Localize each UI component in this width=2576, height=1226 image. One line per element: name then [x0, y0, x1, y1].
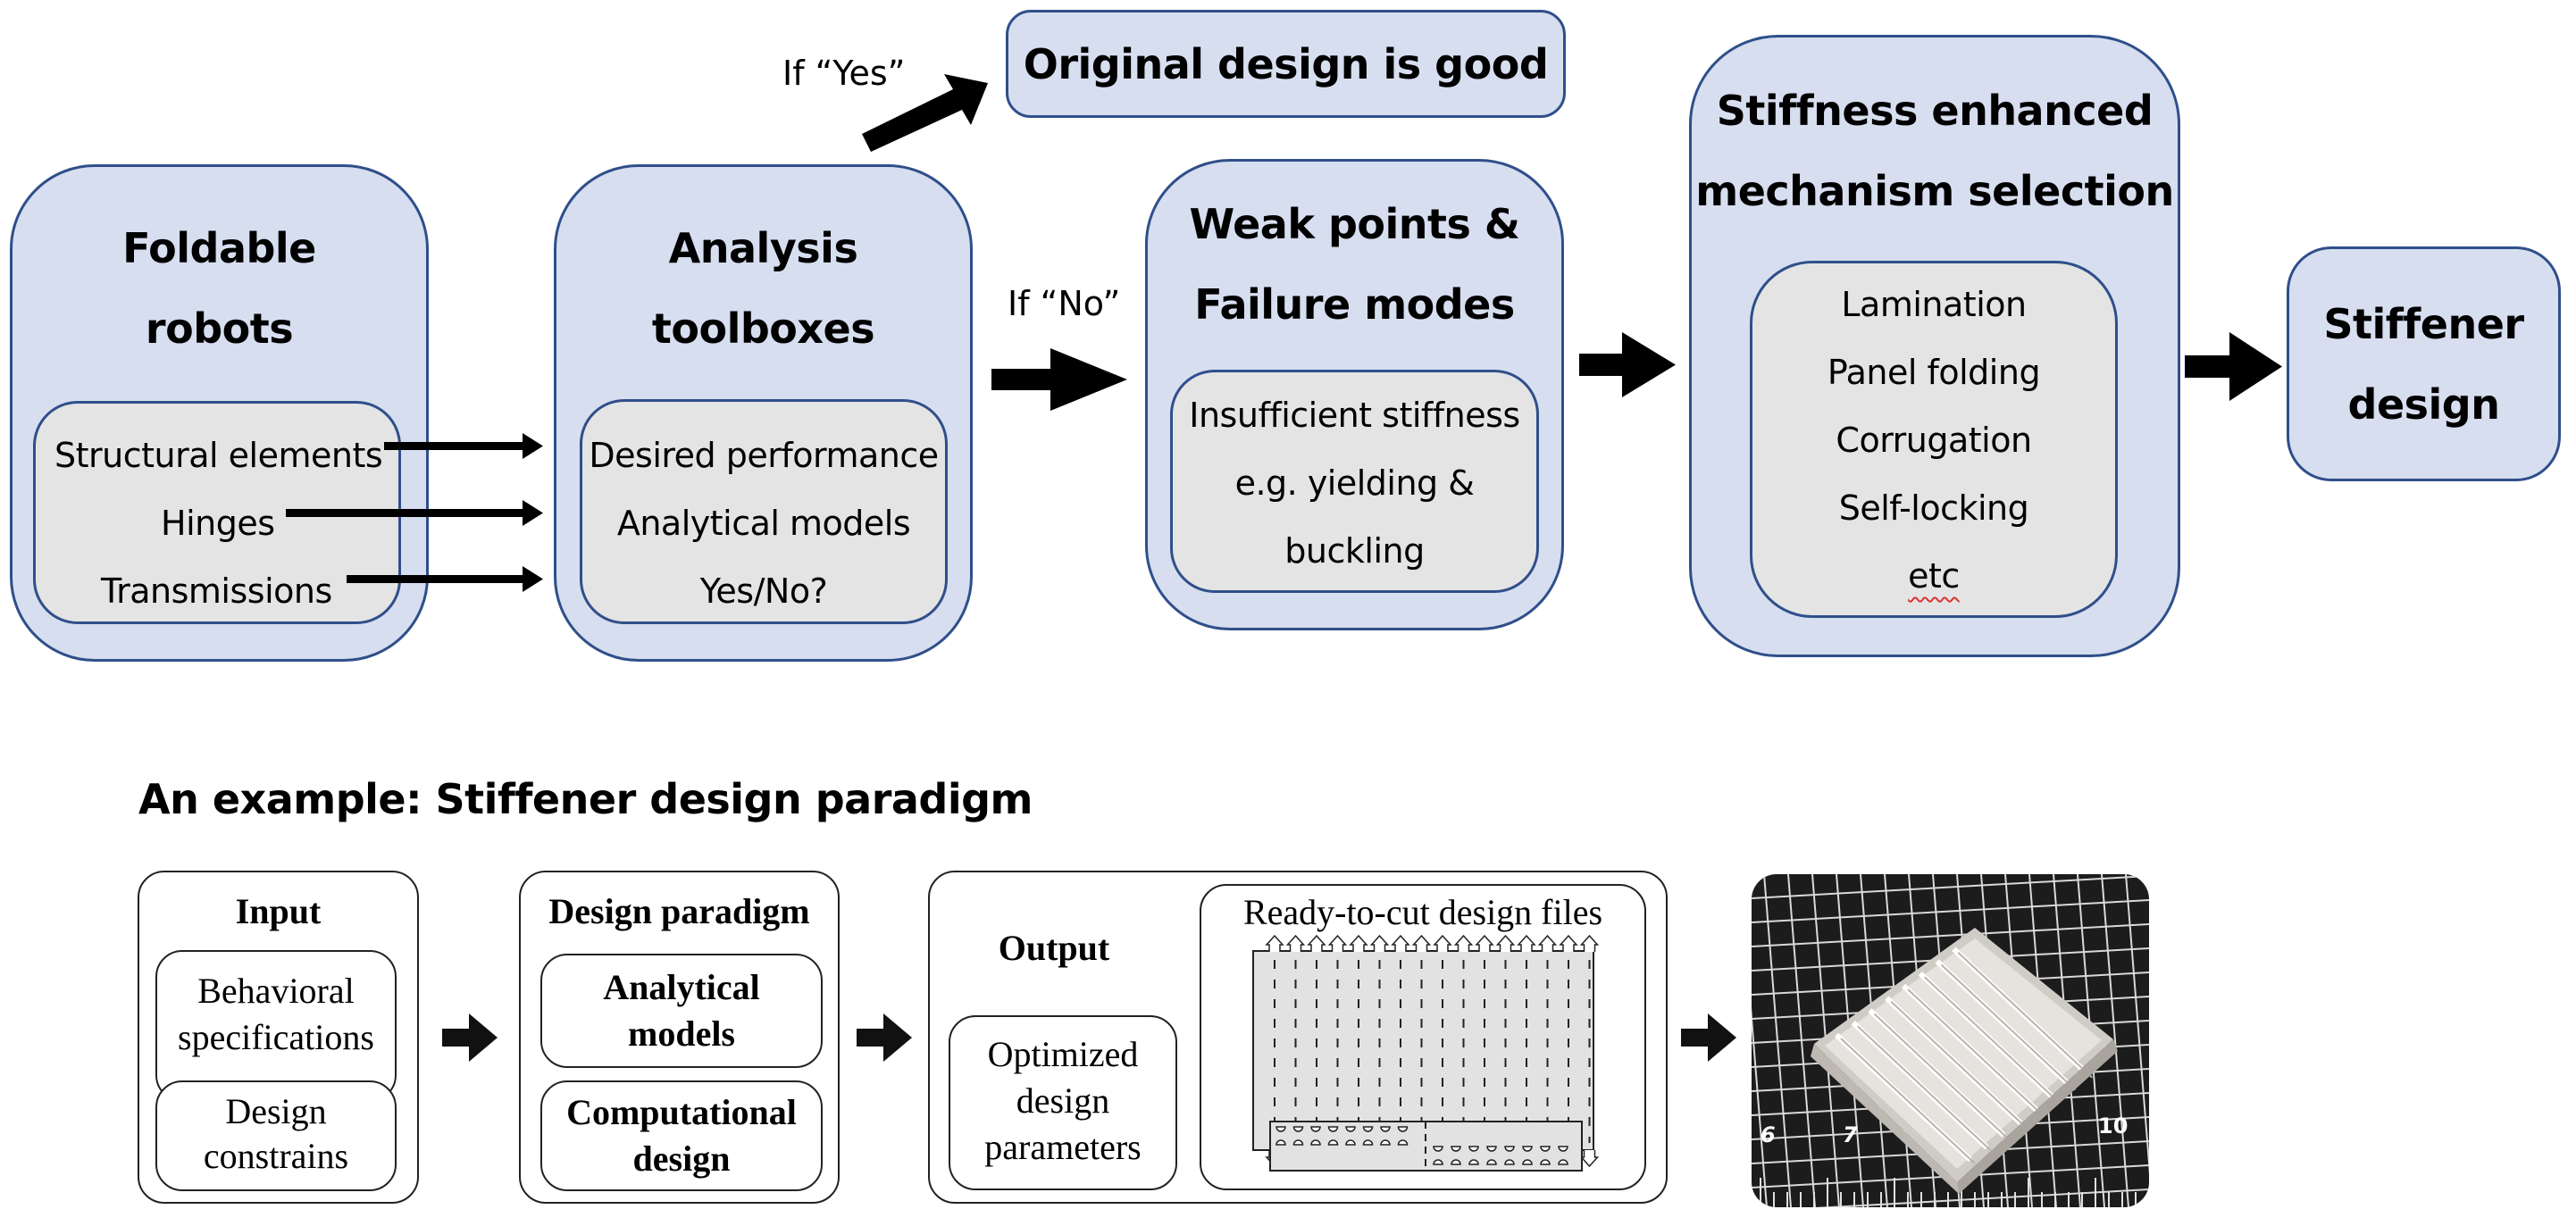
- design-files-title: Ready-to-cut design files: [1242, 892, 1603, 932]
- grid-line: [1752, 1007, 1768, 1207]
- foldable-robots-title-line2: robots: [145, 304, 294, 353]
- input-title: Input: [235, 891, 322, 931]
- arrow-if-yes: [862, 74, 988, 152]
- stiffener-design-box: Stiffener design: [2287, 246, 2561, 481]
- weak-points-title-line2: Failure modes: [1194, 280, 1515, 329]
- optimized-line2: design: [1016, 1080, 1110, 1121]
- analytical-line1: Analytical: [603, 967, 760, 1007]
- computational-line1: Computational: [566, 1092, 797, 1132]
- arrow-weak-to-stiffness: [1579, 332, 1676, 397]
- stiffener-prototype-photo: 6 7 10: [1752, 874, 2149, 1207]
- analysis-toolboxes-title-line2: toolboxes: [651, 304, 875, 353]
- folded-stiffener-sample: [1811, 928, 2118, 1194]
- input-behavioral-specifications-box: Behavioral specifications: [155, 950, 397, 1102]
- criterion-analytical-models: Analytical models: [616, 504, 911, 543]
- grid-line: [2125, 874, 2149, 1174]
- rib-shadow: [1857, 1025, 1993, 1152]
- grid-line: [1815, 1188, 2149, 1207]
- component-transmissions: Transmissions: [101, 571, 332, 611]
- paradigm-computational-design-box: Computational design: [540, 1080, 823, 1191]
- optimized-parameters-box: Optimized design parameters: [949, 1015, 1177, 1190]
- mechanism-corrugation: Corrugation: [1836, 421, 2032, 460]
- original-design-box: Original design is good: [1006, 10, 1566, 118]
- arrow-input-to-paradigm: [442, 1013, 498, 1062]
- rib-shadow: [1890, 1001, 2026, 1128]
- original-design-title: Original design is good: [1023, 39, 1549, 88]
- if-yes-label: If “Yes”: [782, 54, 906, 93]
- if-no-label: If “No”: [1008, 284, 1121, 323]
- constrains-line1: Design: [225, 1091, 327, 1131]
- output-title: Output: [998, 928, 1110, 968]
- design-files-box: Ready-to-cut design files: [1200, 884, 1646, 1190]
- failure-yielding: e.g. yielding &: [1234, 463, 1475, 503]
- optimized-line1: Optimized: [987, 1034, 1139, 1074]
- arrow-hinges: [286, 500, 543, 526]
- photo-illustration: 6 7 10: [1752, 874, 2149, 1207]
- optimized-line3: parameters: [984, 1127, 1142, 1167]
- computational-line2: design: [632, 1138, 731, 1179]
- foldable-robots-title-line1: Foldable: [122, 224, 316, 272]
- ruler-label-10: 10: [2098, 1113, 2128, 1138]
- rib-shadow: [1924, 976, 2060, 1103]
- behavioral-line1: Behavioral: [197, 971, 355, 1011]
- failure-modes-box: Insufficient stiffness e.g. yielding & b…: [1170, 370, 1539, 593]
- mechanism-self-locking: Self-locking: [1838, 488, 2029, 528]
- component-hinges: Hinges: [161, 504, 275, 543]
- arrow-output-to-photo: [1681, 1013, 1736, 1062]
- weak-points-title-line1: Weak points &: [1189, 200, 1521, 248]
- ruler-label-6: 6: [1761, 1122, 1776, 1147]
- grid-line: [1752, 875, 2149, 899]
- constrains-line2: constrains: [203, 1136, 349, 1176]
- arrow-paradigm-to-output: [857, 1013, 912, 1062]
- failure-insufficient-stiffness: Insufficient stiffness: [1189, 396, 1520, 435]
- rib-shadow: [1907, 988, 2043, 1115]
- grid-line: [1752, 899, 2149, 923]
- analytical-line2: models: [628, 1013, 735, 1054]
- behavioral-line2: specifications: [178, 1017, 374, 1057]
- grid-line: [1752, 923, 2149, 947]
- arrow-stiffness-to-stiffener: [2185, 332, 2282, 401]
- example-heading: An example: Stiffener design paradigm: [138, 775, 1033, 823]
- rib-shadow: [1957, 952, 2093, 1079]
- criterion-yes-no: Yes/No?: [699, 571, 828, 611]
- component-structural-elements: Structural elements: [54, 436, 383, 475]
- arrow-if-no: [991, 348, 1127, 411]
- mechanism-lamination: Lamination: [1841, 285, 2027, 324]
- stiffness-selection-title-line2: mechanism selection: [1695, 167, 2174, 215]
- rib-shadow: [1840, 1038, 1976, 1164]
- failure-buckling: buckling: [1284, 531, 1425, 571]
- criterion-desired-performance: Desired performance: [589, 436, 939, 475]
- rib-shadow: [1873, 1013, 2010, 1140]
- stiffener-design-title-line2: design: [2347, 379, 2500, 429]
- mechanism-etc: etc: [1908, 556, 1960, 596]
- arrow-transmissions: [347, 566, 543, 592]
- rib-shadow: [1940, 963, 2077, 1091]
- mechanism-list-box: Lamination Panel folding Corrugation Sel…: [1750, 261, 2118, 618]
- analysis-toolboxes-title-line1: Analysis: [668, 224, 858, 272]
- top-flow-arrows: [286, 74, 2282, 592]
- input-design-constrains-box: Design constrains: [155, 1080, 397, 1191]
- stiffener-design-title-line1: Stiffener: [2323, 299, 2524, 348]
- ruler-label-7: 7: [1843, 1122, 1858, 1147]
- grid-line: [2101, 874, 2129, 1207]
- corrugation-ribs: [1834, 947, 2093, 1164]
- arrow-structural-elements: [384, 433, 543, 459]
- analysis-criteria-box: Desired performance Analytical models Ye…: [580, 399, 948, 624]
- paradigm-analytical-models-box: Analytical models: [540, 954, 823, 1068]
- stiffness-selection-title-line1: Stiffness enhanced: [1716, 87, 2154, 135]
- mechanism-panel-folding: Panel folding: [1827, 353, 2041, 392]
- design-paradigm-title: Design paradigm: [548, 891, 810, 931]
